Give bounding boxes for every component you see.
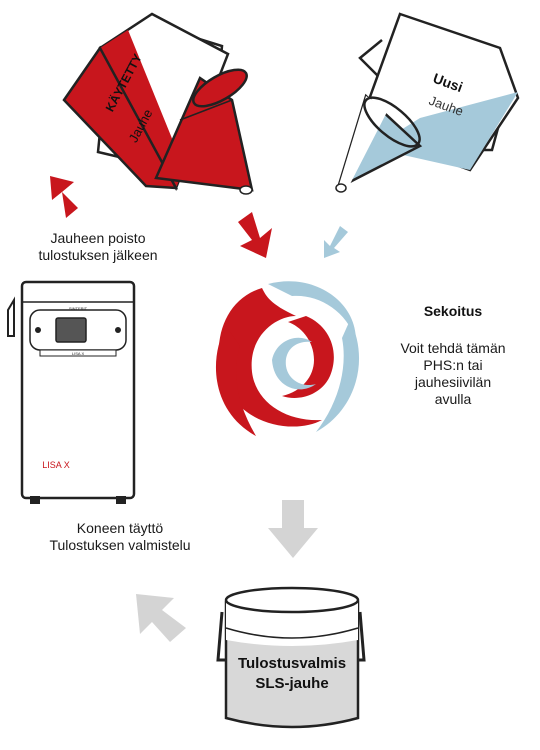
removal-arrow-icon [50,176,78,218]
filling-caption-line: Tulostuksen valmistelu [49,537,191,553]
mixing-swirl-icon [215,281,360,436]
used-powder-container: KÄYTETTY Jauhe [62,12,254,195]
mixing-note-line: jauhesiivilän [414,374,492,390]
panel-model-text: LISA X [72,351,85,356]
panel-logo-text: SINTERIT [69,306,88,311]
powder-bucket: Tulostusvalmis SLS-jauhe [216,586,366,729]
lisa-x-printer: SINTERIT LISA X LISA X [7,280,136,504]
filling-caption-line: Koneen täyttö [76,520,164,536]
removal-caption-line: tulostuksen jälkeen [38,247,158,263]
bucket-label-line1: Tulostusvalmis [238,655,346,672]
bucket-label-line2: SLS-jauhe [255,675,328,692]
used-to-mix-arrow-icon [238,212,272,258]
filling-caption: Koneen täyttö Tulostuksen valmistelu [30,520,210,554]
new-powder-container: Uusi Jauhe [335,12,520,193]
machine-brand-label: LISA X [42,460,70,470]
mixing-note-line: Voit tehdä tämän [400,340,506,356]
mixing-note-line: avulla [434,391,472,407]
removal-caption: Jauheen poisto tulostuksen jälkeen [18,230,178,264]
mixing-note: Voit tehdä tämän PHS:n tai jauhesiivilän… [388,340,518,408]
removal-caption-line: Jauheen poisto [50,230,146,246]
mixing-title: Sekoitus [423,303,483,319]
mix-to-bucket-arrow-icon [268,500,318,558]
new-to-mix-arrow-icon [324,226,348,258]
mixing-note-line: PHS:n tai [423,357,483,373]
bucket-to-machine-arrow-icon [136,594,186,642]
